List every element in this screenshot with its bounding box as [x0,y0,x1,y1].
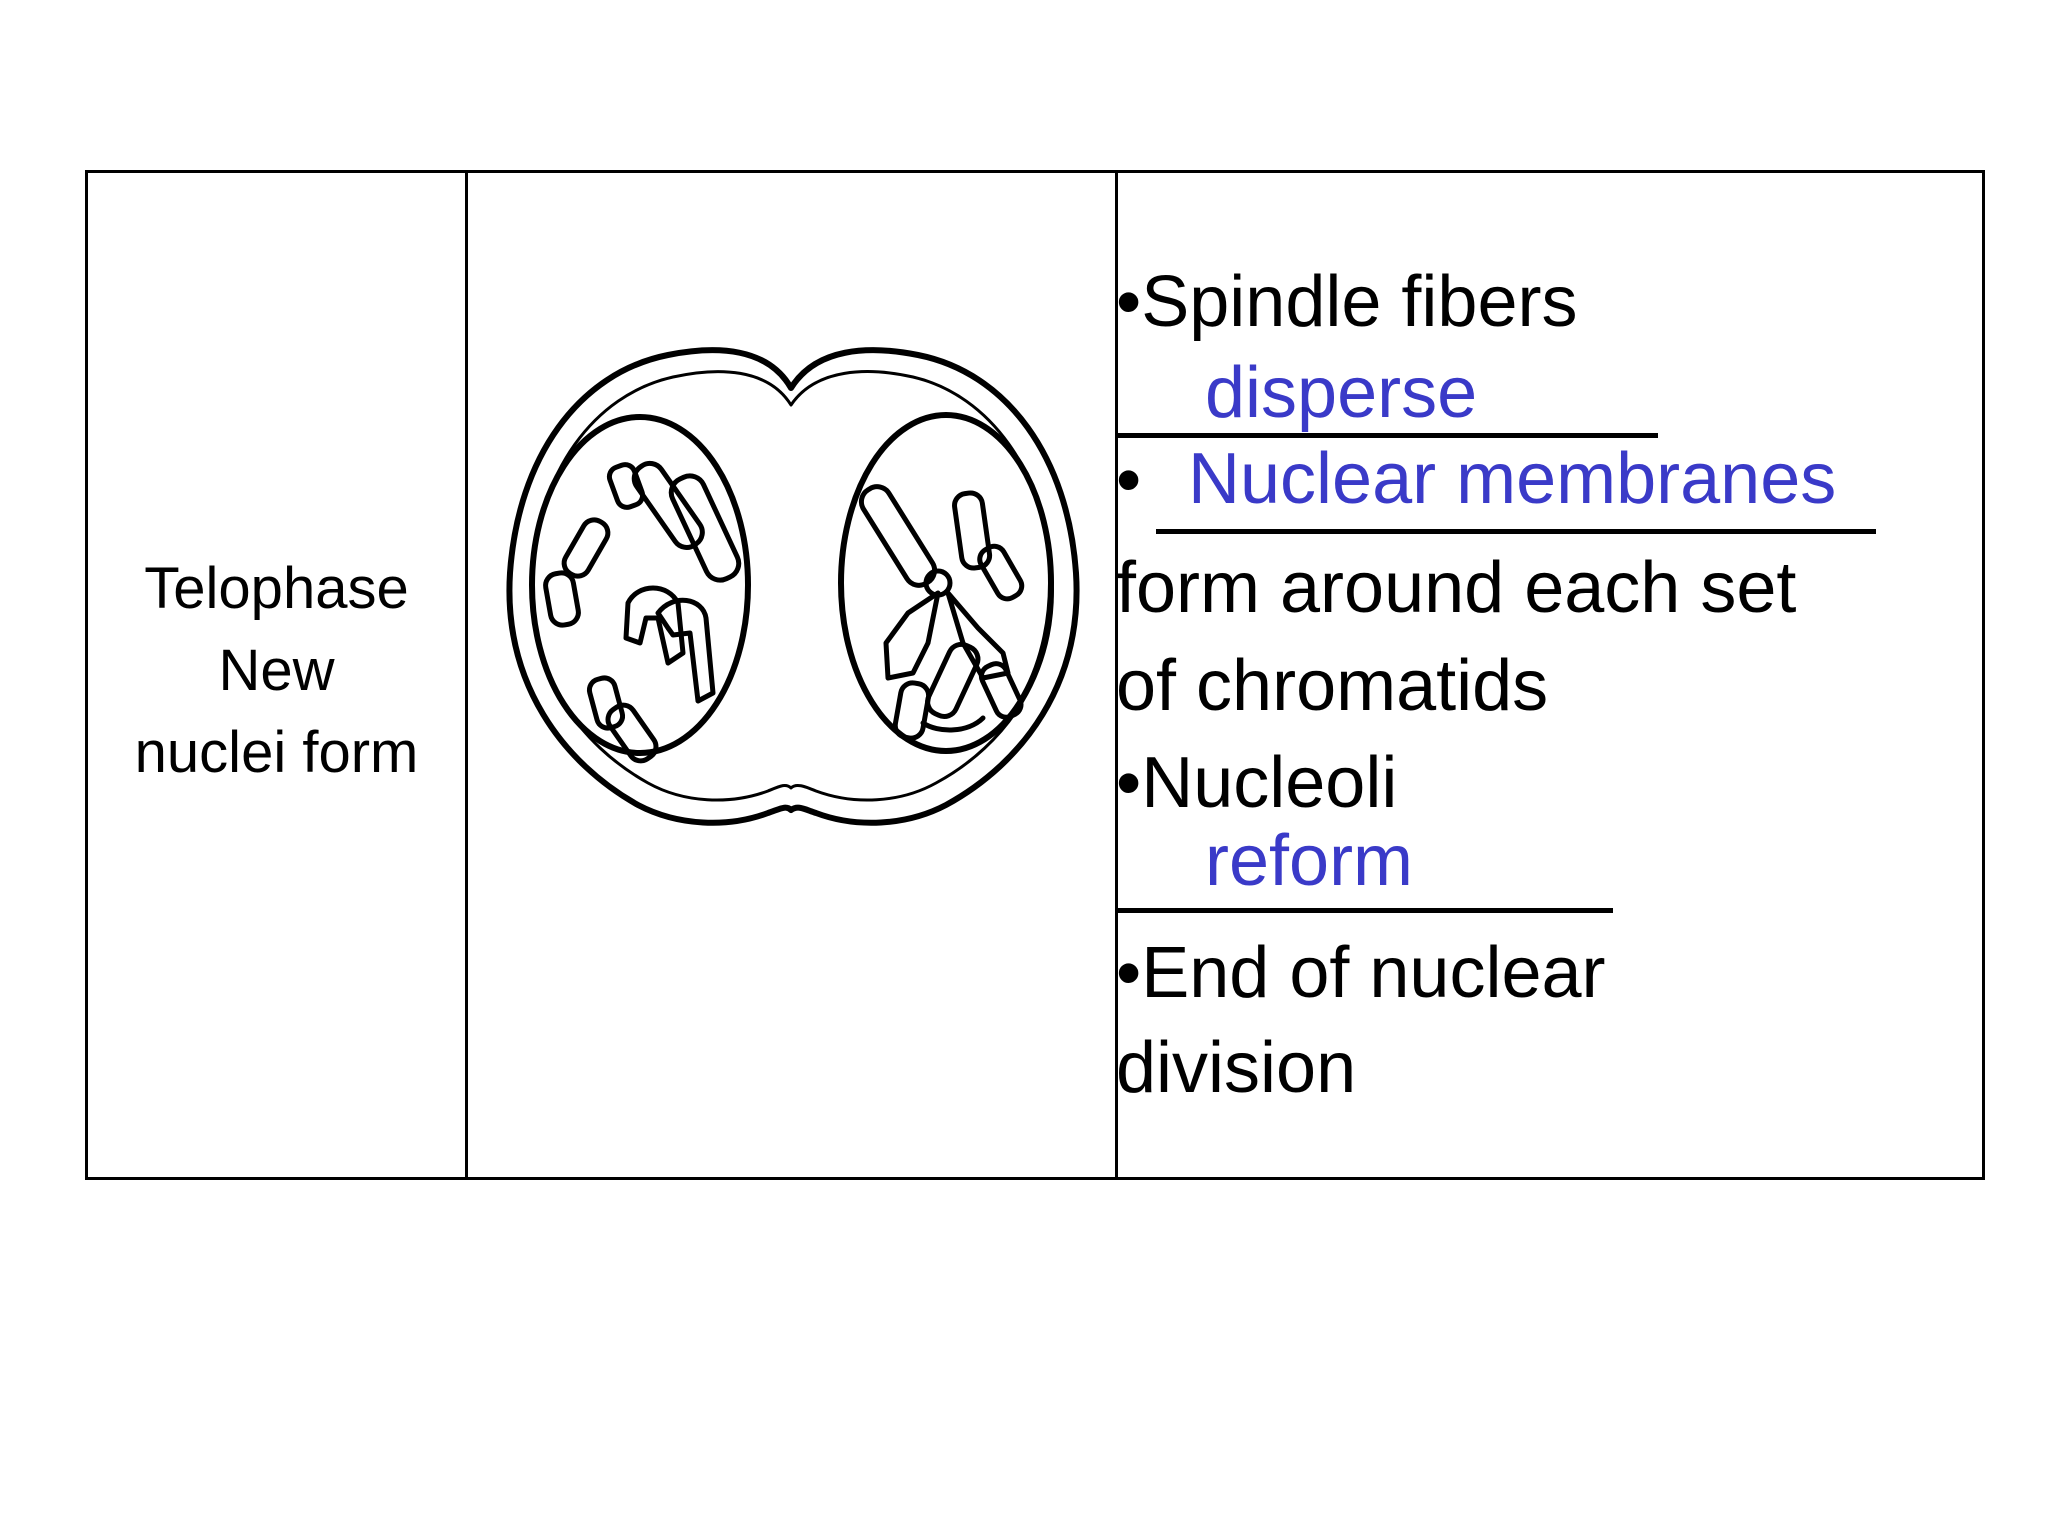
answer-reform: reform [1205,821,1414,901]
left-chromosomes [543,460,742,764]
note-nucleoli: •Nucleoli [1116,743,1398,823]
note-end-line-1: •End of nuclear [1116,933,1606,1013]
note-spindle: •Spindle fibers [1116,262,1578,342]
phase-table: Telophase New nuclei form [85,170,1985,1180]
telophase-cell-icon [506,347,1080,826]
note-membranes-line-2: of chromatids [1116,646,1549,726]
blank-line-1 [1118,433,1658,438]
note-membranes-line-1: form around each set [1116,548,1797,628]
blank-line-2 [1156,529,1876,534]
blank-line-3 [1118,908,1613,913]
phase-title: Telophase [144,556,409,621]
column-divider-1 [465,173,468,1177]
right-chromosomes [858,484,1025,741]
cell-membrane-outline [506,347,1080,826]
phase-subtitle-2: nuclei form [134,720,419,785]
note-membranes-bullet: • [1116,440,1142,520]
note-end-line-2: division [1116,1028,1357,1108]
cell-membrane-inner [530,370,1054,802]
phase-subtitle-1: New [218,638,335,703]
answer-nuclear-membranes: Nuclear membranes [1188,439,1837,519]
diagram-cell [468,173,1115,1177]
column-divider-2 [1115,173,1118,1177]
phase-name-cell: Telophase New nuclei form [88,173,465,1177]
answer-disperse: disperse [1205,353,1478,433]
notes-cell: •Spindle fibers disperse • Nuclear membr… [1116,173,1982,1177]
left-nucleus [529,414,751,756]
right-nucleus [838,412,1054,754]
phase-label: Telophase New nuclei form [135,548,419,794]
